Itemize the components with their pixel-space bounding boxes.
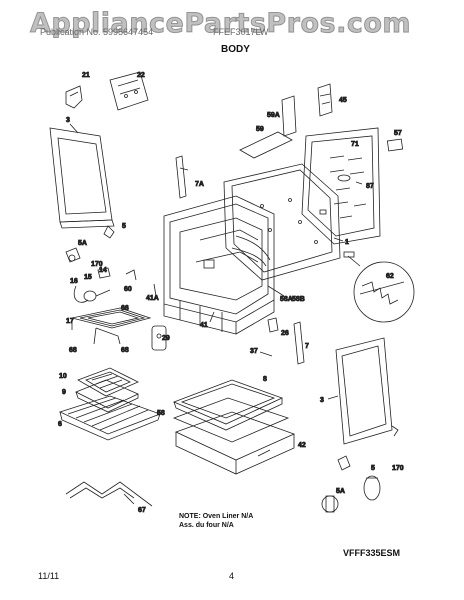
part-42-storage-drawer xyxy=(174,411,296,475)
publication-number: Publication No. 5995647454 xyxy=(40,27,154,37)
part-22-bracket xyxy=(109,71,149,111)
callout-41: 41 xyxy=(200,322,208,329)
diagram-model-code: VFFF335ESM xyxy=(343,548,401,558)
part-67-broil-element xyxy=(65,481,153,507)
part-41 xyxy=(209,311,215,323)
callout-68-right: 68 xyxy=(121,347,129,354)
callout-7: 7 xyxy=(305,343,309,350)
part-17-bake-element xyxy=(71,307,152,330)
part-7-hinge xyxy=(293,321,305,365)
part-59A-bracket xyxy=(281,95,297,137)
callout-1: 1 xyxy=(345,239,349,246)
callout-17: 17 xyxy=(66,318,74,325)
callout-5A-left: 5A xyxy=(78,240,87,247)
callout-26: 26 xyxy=(281,330,289,337)
callout-5A-right: 5A xyxy=(336,488,345,495)
callout-9: 9 xyxy=(62,389,66,396)
part-8-oven-bottom xyxy=(172,379,284,431)
callout-42: 42 xyxy=(298,442,306,449)
callout-15: 15 xyxy=(84,274,92,281)
callout-66: 66 xyxy=(121,305,129,312)
callout-71: 71 xyxy=(351,141,359,148)
part-170-clip-right xyxy=(391,425,399,437)
part-7A-hinge xyxy=(175,155,189,199)
callout-3-right: 3 xyxy=(320,397,324,404)
callout-14: 14 xyxy=(99,267,107,274)
footer-page-number: 4 xyxy=(229,571,235,581)
part-14-15-sensor xyxy=(83,289,111,302)
section-title: BODY xyxy=(221,44,250,55)
callout-59: 59 xyxy=(256,126,264,133)
callout-170-right: 170 xyxy=(392,465,404,472)
callout-21: 21 xyxy=(82,72,90,79)
part-6-oven-rack xyxy=(58,395,162,441)
part-58-insulation xyxy=(172,397,290,443)
part-5-screw xyxy=(103,225,115,239)
part-71-rear-panel xyxy=(301,127,381,245)
part-68-wire xyxy=(93,327,121,345)
callout-16: 16 xyxy=(70,278,78,285)
oven-liner-note: NOTE: Oven Liner N/A Ass. du four N/A xyxy=(179,512,253,530)
note-line-english: NOTE: Oven Liner N/A xyxy=(179,513,254,520)
part-main-body-frame xyxy=(163,195,275,335)
watermark-logo: AppliancePartsPros.com xyxy=(29,8,412,40)
part-5A-leveler xyxy=(65,247,81,263)
part-16-wire xyxy=(73,285,89,303)
callout-170-left: 170 xyxy=(91,261,103,268)
callout-58B: 58B xyxy=(292,296,305,303)
callout-58A: 58A xyxy=(280,296,293,303)
part-60 xyxy=(125,269,137,281)
callout-29: 29 xyxy=(162,335,170,342)
callout-45: 45 xyxy=(339,97,347,104)
part-3-right-side-panel xyxy=(335,337,393,445)
callout-5-right: 5 xyxy=(371,465,375,472)
callout-59A: 59A xyxy=(267,112,280,119)
part-29-part xyxy=(151,325,167,351)
callout-7A: 7A xyxy=(195,181,204,188)
part-9-broil-pan xyxy=(75,379,139,413)
part-59-insulation xyxy=(239,131,293,159)
callout-5-left: 5 xyxy=(122,223,126,230)
part-62-detail-inset xyxy=(343,251,415,323)
part-5-leveler-right xyxy=(363,475,381,501)
callout-22: 22 xyxy=(137,72,145,79)
header: AppliancePartsPros.com Publication No. 5… xyxy=(0,0,464,60)
callout-3-left: 3 xyxy=(66,117,70,124)
part-170-clip xyxy=(97,267,111,279)
part-26-spacer xyxy=(267,317,279,333)
part-3-left-side-panel xyxy=(49,127,115,229)
part-45-bracket xyxy=(317,83,333,117)
callout-87: 87 xyxy=(366,183,374,190)
note-line-french: Ass. du four N/A xyxy=(179,522,234,529)
footer-date: 11/11 xyxy=(38,571,60,581)
part-5A-leveler-right xyxy=(321,455,351,513)
callout-6: 6 xyxy=(58,421,62,428)
callout-37: 37 xyxy=(250,348,258,355)
part-41A xyxy=(153,283,157,297)
callout-58: 58 xyxy=(157,410,165,417)
callout-8: 8 xyxy=(263,376,267,383)
part-1-back-panel xyxy=(223,163,341,281)
part-57-label xyxy=(386,138,404,152)
callout-57: 57 xyxy=(394,130,402,137)
callout-62: 62 xyxy=(386,273,394,280)
callout-60: 60 xyxy=(124,286,132,293)
callout-67: 67 xyxy=(138,507,146,514)
model-number: FFEF3017LW xyxy=(213,27,269,37)
part-21-bracket xyxy=(65,85,83,109)
callout-68-left: 68 xyxy=(69,347,77,354)
part-37-screw xyxy=(259,351,273,357)
part-10-broil-pan-insert xyxy=(77,367,139,397)
callout-41A: 41A xyxy=(146,295,159,302)
callout-10: 10 xyxy=(59,373,67,380)
